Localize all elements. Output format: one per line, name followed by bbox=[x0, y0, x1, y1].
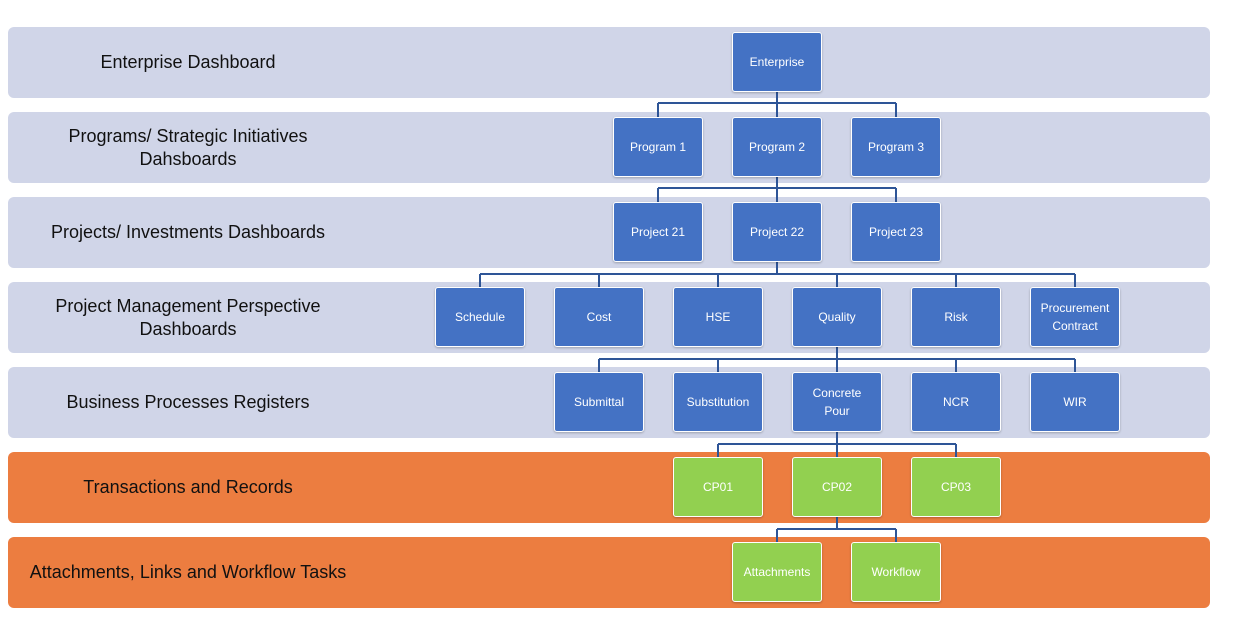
node-cp02: CP02 bbox=[792, 457, 882, 517]
level-label-records: Transactions and Records bbox=[83, 477, 293, 498]
node-attachments: Attachments bbox=[732, 542, 822, 602]
node-cp03: CP03 bbox=[911, 457, 1001, 517]
level-band-projects: Projects/ Investments Dashboards bbox=[8, 197, 1210, 268]
node-program-3: Program 3 bbox=[851, 117, 941, 177]
level-band-records: Transactions and Records bbox=[8, 452, 1210, 523]
level-label-enterprise: Enterprise Dashboard bbox=[100, 52, 276, 73]
level-band-enterprise: Enterprise Dashboard bbox=[8, 27, 1210, 98]
level-label-processes: Business Processes Registers bbox=[66, 392, 310, 413]
level-label-tasks: Attachments, Links and Workflow Tasks bbox=[29, 562, 347, 583]
level-band-tasks: Attachments, Links and Workflow Tasks bbox=[8, 537, 1210, 608]
node-substitution: Substitution bbox=[673, 372, 763, 432]
level-label-projects: Projects/ Investments Dashboards bbox=[50, 222, 326, 243]
node-enterprise: Enterprise bbox=[732, 32, 822, 92]
level-band-programs: Programs/ Strategic Initiatives Dahsboar… bbox=[8, 112, 1210, 183]
node-ncr: NCR bbox=[911, 372, 1001, 432]
level-label-programs: Programs/ Strategic Initiatives Dahsboar… bbox=[68, 126, 308, 169]
node-risk: Risk bbox=[911, 287, 1001, 347]
node-workflow: Workflow bbox=[851, 542, 941, 602]
node-project-22: Project 22 bbox=[732, 202, 822, 262]
level-label-perspectives: Project Management Perspective Dashboard… bbox=[55, 296, 321, 339]
node-schedule: Schedule bbox=[435, 287, 525, 347]
node-project-23: Project 23 bbox=[851, 202, 941, 262]
node-wir: WIR bbox=[1030, 372, 1120, 432]
node-project-21: Project 21 bbox=[613, 202, 703, 262]
node-quality: Quality bbox=[792, 287, 882, 347]
node-cp01: CP01 bbox=[673, 457, 763, 517]
node-program-1: Program 1 bbox=[613, 117, 703, 177]
node-hse: HSE bbox=[673, 287, 763, 347]
node-submittal: Submittal bbox=[554, 372, 644, 432]
node-concrete-pour: Concrete Pour bbox=[792, 372, 882, 432]
node-cost: Cost bbox=[554, 287, 644, 347]
node-procurement-contract: Procurement Contract bbox=[1030, 287, 1120, 347]
node-program-2: Program 2 bbox=[732, 117, 822, 177]
